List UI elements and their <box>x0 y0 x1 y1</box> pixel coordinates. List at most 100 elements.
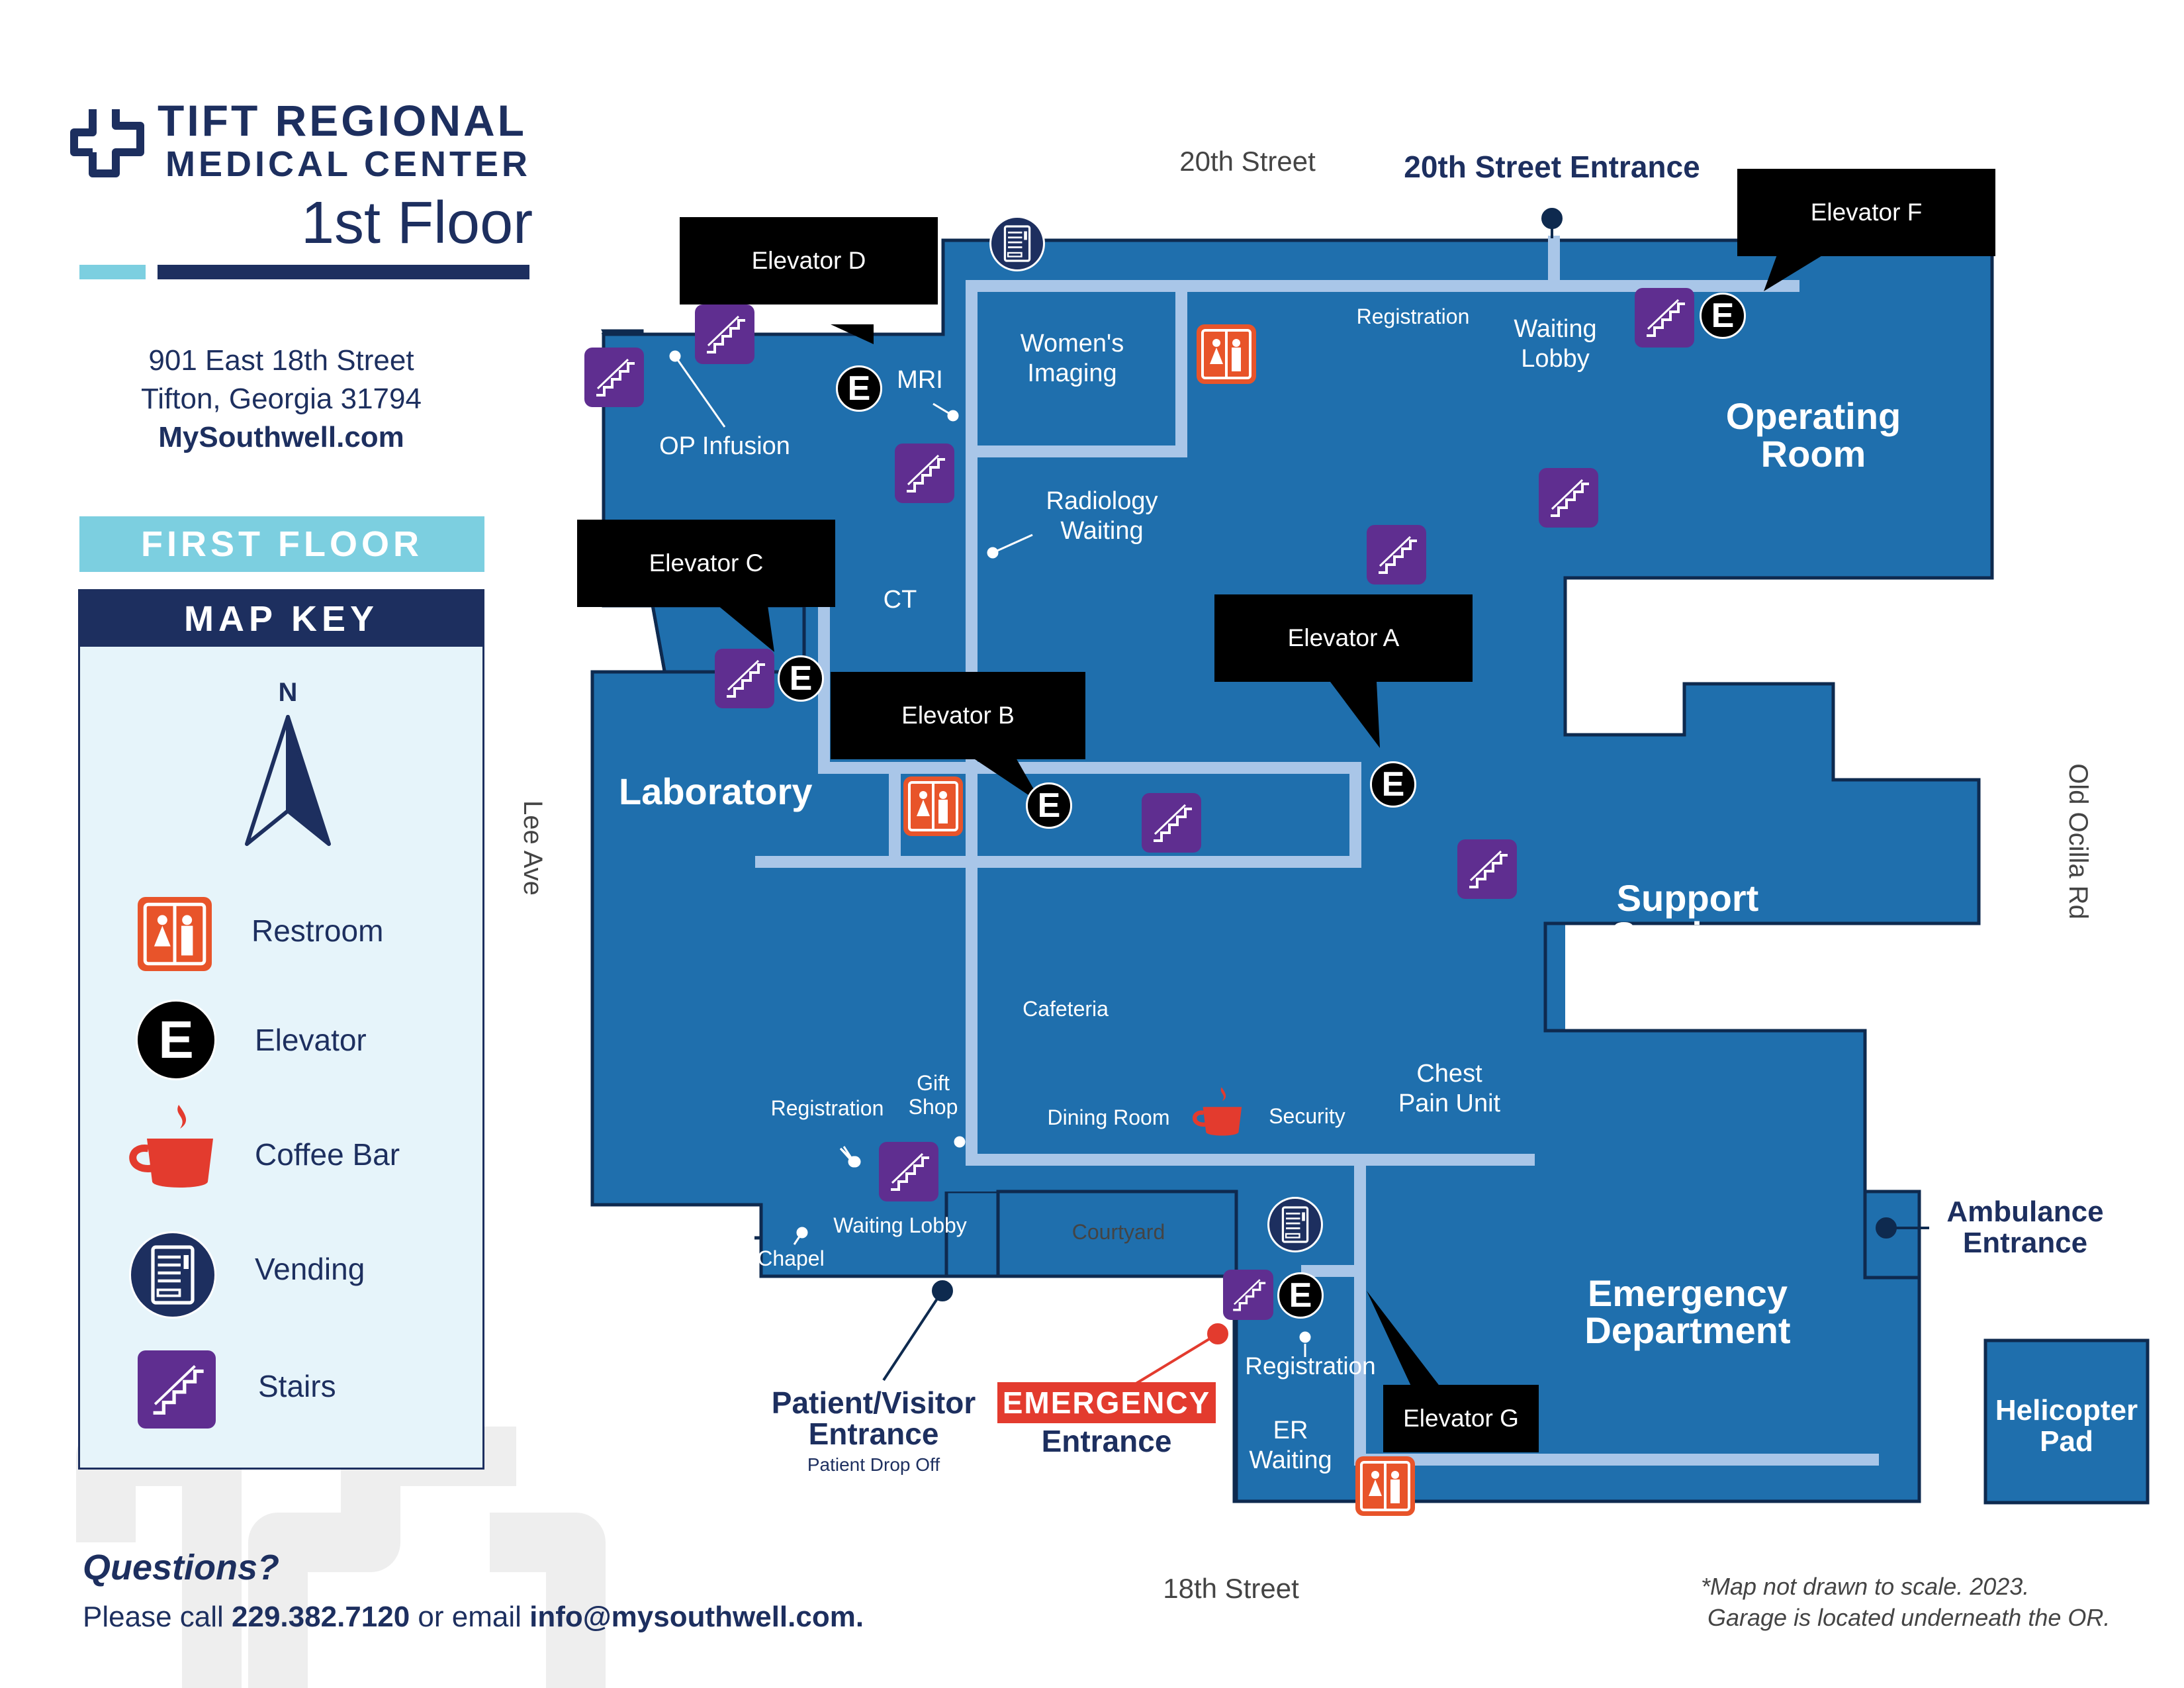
entrance-20th-street: 20th Street Entrance <box>1404 150 1700 184</box>
helicopter-pad-line1: Helicopter <box>1995 1394 2138 1427</box>
address-line2: Tifton, Georgia 31794 <box>141 383 422 415</box>
room-womens-imaging-2: Imaging <box>1027 359 1117 387</box>
garage-note: Garage is located underneath the OR. <box>1707 1604 2111 1631</box>
room-radiology-2: Waiting <box>1060 517 1144 545</box>
room-ct: CT <box>883 586 917 614</box>
courtyard-label: Courtyard <box>1071 1220 1165 1244</box>
email-prefix: or email <box>410 1601 530 1633</box>
key-coffee-label: Coffee Bar <box>255 1137 400 1172</box>
callout-elevator-b: Elevator B <box>831 672 1085 759</box>
room-gift-shop-2: Shop <box>908 1095 958 1119</box>
stairs-icon <box>584 348 644 407</box>
elevator-b-marker: E <box>1026 782 1072 829</box>
room-emergency-dept-1: Emergency <box>1588 1272 1788 1314</box>
elevator-c-marker: E <box>778 655 824 702</box>
room-security: Security <box>1269 1104 1345 1128</box>
key-vending-icon <box>129 1231 216 1319</box>
room-chest-pain-2: Pain Unit <box>1398 1090 1501 1117</box>
room-operating-2: Room <box>1760 433 1866 475</box>
room-registration-west: Registration <box>770 1096 884 1120</box>
contact-line: Please call 229.382.7120 or email info@m… <box>83 1601 864 1634</box>
room-waiting-lobby-north-2: Lobby <box>1521 345 1590 373</box>
elevator-g-marker: E <box>1277 1272 1324 1319</box>
stairs-icon <box>879 1142 938 1201</box>
first-floor-banner: FIRST FLOOR <box>79 516 484 572</box>
entrance-patient-line2: Entrance <box>808 1417 939 1451</box>
room-chapel: Chapel <box>757 1246 825 1270</box>
corridors <box>755 236 1879 1466</box>
building-core <box>943 240 1992 1192</box>
accent-bar-teal <box>79 265 146 279</box>
callout-elevator-a: Elevator A <box>1214 594 1473 682</box>
helicopter-pad-line2: Pad <box>2040 1425 2093 1458</box>
callout-elevator-c: Elevator C <box>577 520 835 607</box>
room-registration-north: Registration <box>1356 305 1470 328</box>
entrance-ambulance-line2: Entrance <box>1962 1227 2088 1259</box>
restroom-icon <box>903 776 963 836</box>
phone-number[interactable]: 229.382.7120 <box>232 1601 410 1633</box>
org-name-line1: TIFT REGIONAL <box>158 96 527 145</box>
questions-heading: Questions? <box>83 1548 280 1587</box>
accent-bar-navy <box>158 265 529 279</box>
scale-note: *Map not drawn to scale. 2023. <box>1701 1573 2030 1600</box>
key-coffee-icon <box>129 1105 213 1188</box>
vending-icon <box>1267 1197 1323 1252</box>
entrance-ambulance-line1: Ambulance <box>1946 1196 2104 1228</box>
vending-icon <box>989 216 1045 271</box>
emergency-leader <box>1124 1323 1228 1391</box>
room-op-infusion: OP Infusion <box>659 432 790 460</box>
room-mri: MRI <box>897 366 943 394</box>
stairs-icon <box>1223 1270 1273 1320</box>
key-elevator-icon: E <box>136 1000 216 1080</box>
stairs-icon <box>715 649 774 708</box>
street-20th: 20th Street <box>1179 146 1316 177</box>
address-line1: 901 East 18th Street <box>148 344 414 377</box>
email-address[interactable]: info@mysouthwell.com. <box>529 1601 864 1633</box>
elevator-d-marker: E <box>836 365 882 412</box>
first-floor-label: FIRST FLOOR <box>141 524 423 564</box>
key-restroom-label: Restroom <box>251 914 384 948</box>
key-stairs-label: Stairs <box>258 1369 336 1403</box>
callout-elevator-g: Elevator G <box>1383 1385 1539 1452</box>
room-er-waiting-1: ER <box>1273 1417 1308 1444</box>
street-18th: 18th Street <box>1163 1573 1299 1604</box>
callout-elevator-f: Elevator F <box>1737 169 1995 256</box>
leader-lines <box>882 208 1929 1382</box>
callout-pointers <box>718 255 1823 1390</box>
north-label: N <box>278 678 298 707</box>
key-stairs-icon <box>138 1350 216 1429</box>
emergency-label: EMERGENCY <box>1002 1385 1211 1420</box>
er-east-fill <box>1236 1031 1919 1501</box>
room-registration-er: Registration <box>1245 1352 1376 1380</box>
room-womens-imaging-1: Women's <box>1020 330 1124 357</box>
call-prefix: Please call <box>83 1601 232 1633</box>
room-chest-pain-1: Chest <box>1416 1060 1482 1088</box>
stairs-icon <box>1635 288 1694 348</box>
stairs-icon <box>895 444 954 503</box>
elevator-a-marker: E <box>1370 761 1416 808</box>
website-link[interactable]: MySouthwell.com <box>158 421 404 453</box>
floor-title: 1st Floor <box>301 190 533 256</box>
stairs-icon <box>1457 839 1517 899</box>
east-wing-fill <box>1545 684 1979 923</box>
stairs-icon <box>695 305 754 364</box>
stairs-icon <box>1142 793 1201 853</box>
key-elevator-label: Elevator <box>255 1023 367 1057</box>
helicopter-pad <box>1983 1338 2150 1505</box>
elevator-f-marker: E <box>1700 293 1746 339</box>
room-waiting-lobby-south: Waiting Lobby <box>833 1213 967 1237</box>
key-restroom-icon <box>138 897 212 971</box>
street-lee-ave: Lee Ave <box>518 800 547 896</box>
map-key-header: MAP KEY <box>80 591 482 647</box>
org-name-line2: MEDICAL CENTER <box>165 144 531 184</box>
restroom-icon <box>1197 324 1256 384</box>
stairs-icon <box>1539 468 1598 528</box>
room-operating-1: Operating <box>1725 395 1901 437</box>
room-leaders <box>669 350 1311 1357</box>
map-key-title: MAP KEY <box>183 599 379 639</box>
outline-redraw <box>590 238 1994 1503</box>
stairs-icon <box>1367 525 1426 585</box>
room-laboratory: Laboratory <box>619 771 813 812</box>
restroom-icon <box>1355 1456 1415 1516</box>
